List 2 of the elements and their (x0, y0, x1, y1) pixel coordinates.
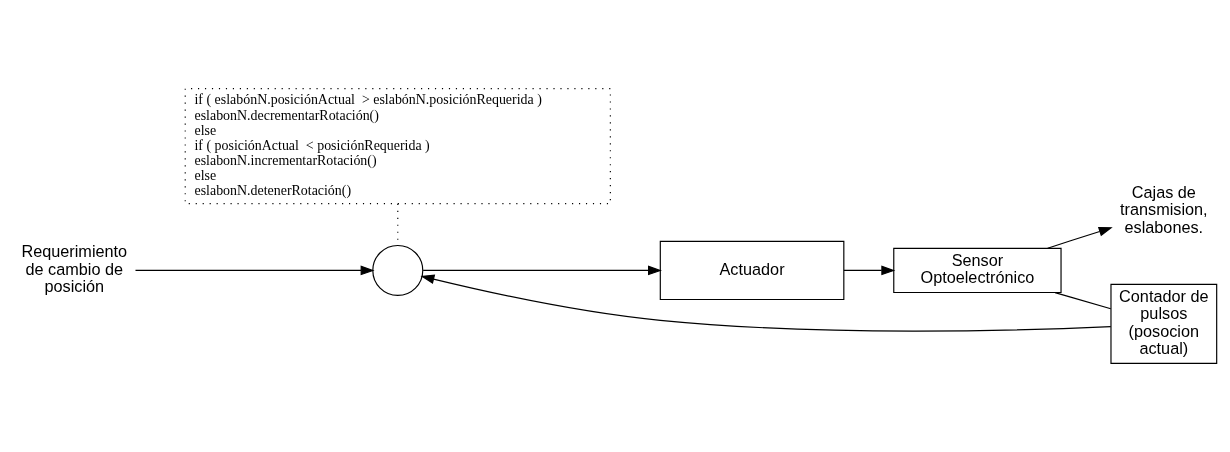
node-text: Requerimiento de cambio de posición (21, 242, 128, 296)
node-text: Cajas de transmision, eslabones. (1120, 183, 1208, 236)
